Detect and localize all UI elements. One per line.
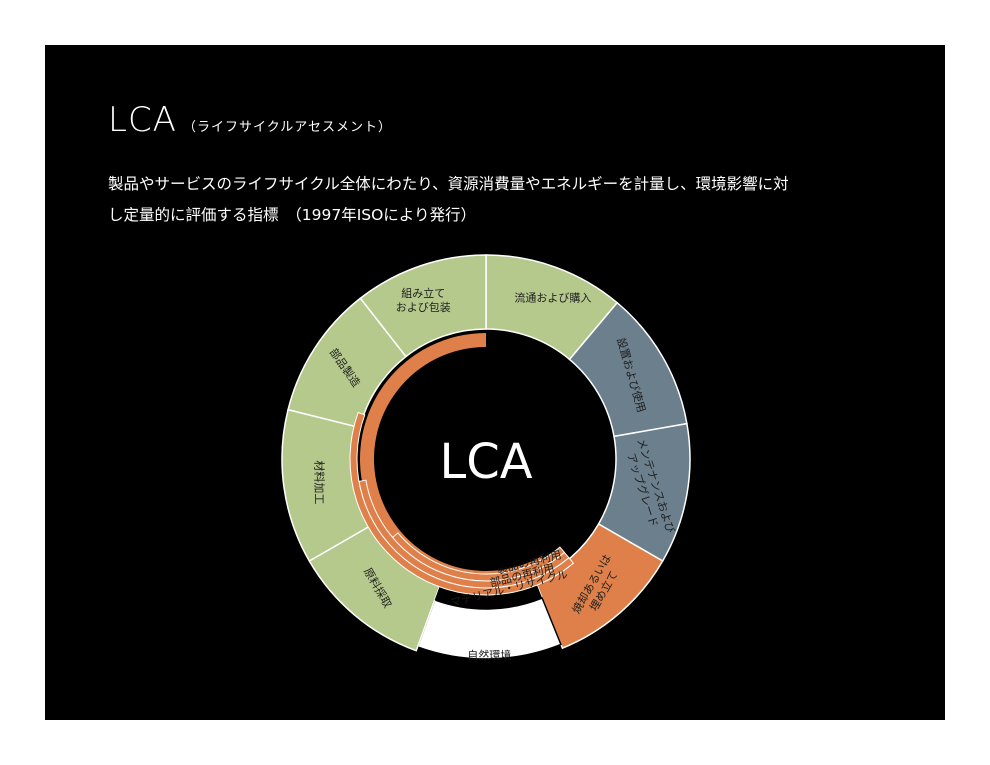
title-subtitle: （ライフサイクルアセスメント）	[182, 120, 393, 135]
recycle-loop-material-recycle	[349, 411, 575, 596]
description-line-2: し定量的に評価する指標 （1997年ISOにより発行）	[108, 206, 476, 224]
description: 製品やサービスのライフサイクル全体にわたり、資源消費量やエネルギーを計量し、環境…	[108, 169, 789, 231]
center-hole	[376, 349, 596, 569]
stage-segment-assembly-packaging	[359, 254, 487, 358]
center-label: LCA	[439, 434, 532, 490]
stage-label-material-processing: 材料加工	[313, 460, 327, 504]
stage-segments	[281, 254, 691, 660]
stage-label-natural-environment: 自然環境	[467, 648, 511, 662]
recycle-arcs	[349, 333, 575, 596]
stage-label-distribution: 流通および購入	[514, 290, 591, 304]
stage-label-assembly-packaging: 組み立ておよび包装	[396, 286, 451, 314]
description-line-1: 製品やサービスのライフサイクル全体にわたり、資源消費量やエネルギーを計量し、環境…	[108, 175, 789, 193]
title-main: LCA	[108, 100, 177, 140]
stage-segment-disposal	[533, 522, 664, 650]
page-title: LCA （ライフサイクルアセスメント）	[108, 100, 392, 140]
